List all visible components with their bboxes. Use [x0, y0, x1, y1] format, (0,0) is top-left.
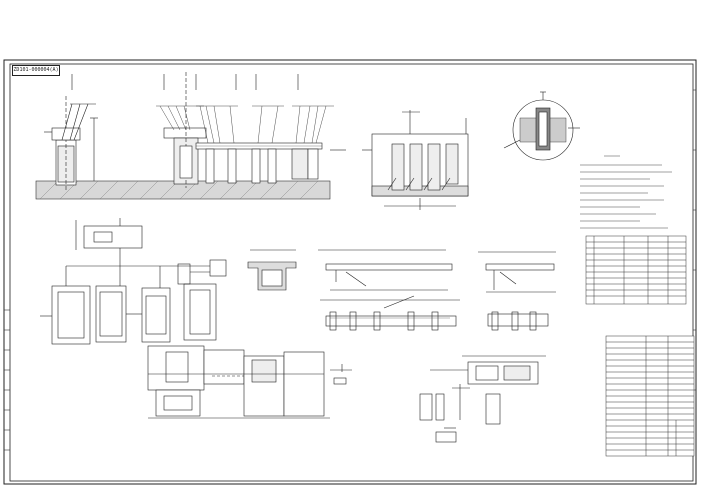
detail-view-circle: [503, 91, 580, 161]
drawing-number-label: ZD101-000004(A): [12, 65, 60, 76]
beam-elevation-b: [478, 251, 556, 331]
plan-view-main: [40, 218, 227, 345]
right-margin-ticks: [693, 89, 696, 391]
elevation-view: [35, 72, 346, 200]
support-view: [419, 355, 546, 443]
left-margin-ticks: [4, 309, 10, 451]
technical-notes: [580, 155, 672, 229]
drawing-frame: [3, 59, 697, 485]
beam-elevation-a: [318, 249, 460, 331]
parts-table: [585, 235, 687, 305]
section-view-a: [362, 110, 469, 210]
title-block: [605, 335, 695, 457]
section-view-b: [247, 249, 297, 291]
plan-view-lower: [147, 345, 352, 419]
